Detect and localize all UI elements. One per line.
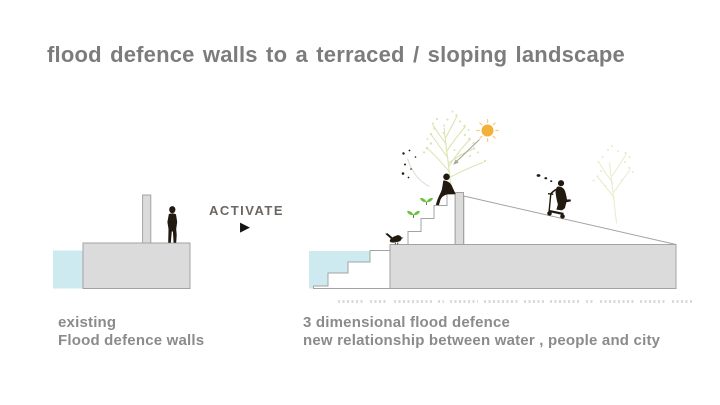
activate-label: ACTIVATE: [208, 203, 285, 218]
caption-left-line1: existing: [58, 314, 117, 331]
flies-dots: [401, 149, 417, 179]
sitting-person: [435, 173, 456, 206]
tree-right: [592, 145, 634, 224]
water-left: [53, 250, 83, 289]
clipped-text-artifact: [338, 300, 700, 304]
birds-flock: [536, 174, 553, 183]
base-block: [389, 244, 677, 289]
scooter-frame: [547, 193, 564, 216]
sprout-icon: [407, 210, 420, 218]
terrace-steps: [407, 192, 456, 245]
bird-legs: [394, 242, 399, 245]
tree-right-leaves: [592, 145, 634, 187]
caption-right-line1: 3 dimensional flood defence: [303, 314, 511, 331]
left-figure: [53, 194, 191, 289]
sun-icon: [476, 119, 499, 142]
play-arrow-icon: ▶: [240, 220, 250, 235]
bird-icon: [385, 233, 404, 245]
sunlight-arrow-icon: [453, 139, 480, 165]
slope-ramp: [463, 195, 677, 245]
right-figure: [309, 110, 677, 289]
tree-right-branches: [598, 154, 631, 224]
caption-right: 3 dimensional flood defence new relation…: [303, 314, 660, 349]
caption-left: existing Flood defence walls: [58, 314, 204, 349]
sun-rays: [476, 119, 499, 142]
standing-person: [167, 206, 178, 243]
sprout-icon: [420, 197, 433, 205]
tree-left-branches: [427, 116, 484, 193]
tree-left: [422, 110, 487, 193]
scooter-person: [536, 174, 571, 219]
flood-wall: [142, 194, 152, 244]
water-right: [309, 251, 370, 289]
quay-block: [82, 242, 191, 289]
core-wall: [454, 192, 465, 245]
scooter-person-body: [547, 180, 571, 219]
flies-flock: [401, 149, 430, 187]
tree-left-leaves: [422, 110, 487, 163]
water-steps: [313, 244, 391, 289]
page-title: flood defence walls to a terraced / slop…: [47, 42, 625, 67]
caption-right-line2: new relationship between water , people …: [303, 331, 661, 349]
caption-left-line2: Flood defence walls: [58, 331, 205, 349]
